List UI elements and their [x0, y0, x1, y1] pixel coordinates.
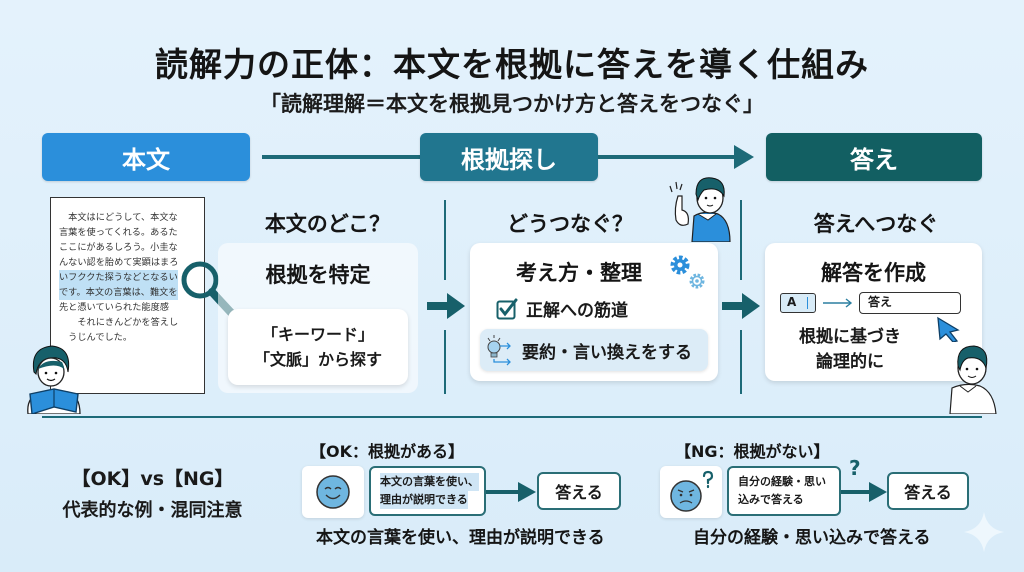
checklist-item: 正解への筋道	[496, 296, 628, 321]
doc-line: ここにがあるしろう。小圭な	[59, 242, 178, 253]
context-label: 「文脈」から探す	[253, 350, 382, 369]
logic-text: 根拠に基づき 論理的に	[765, 325, 935, 375]
comparison-subheading: 代表的な例・混同注意	[62, 500, 243, 521]
divider-line	[740, 330, 742, 394]
pointing-student-illustration	[669, 177, 731, 242]
stage-header-konkyo: 根拠探し	[420, 133, 598, 181]
card-identify-evidence: 根拠を特定 「キーワード」 「文脈」から探す	[218, 243, 418, 393]
lightbulb-icon	[487, 335, 511, 366]
keyword-context-box: 「キーワード」 「文脈」から探す	[228, 309, 408, 385]
card-create-answer: 解答を作成 A 答え 根拠に基づき 論理的に	[765, 243, 982, 381]
stage-header-honbun: 本文	[42, 133, 250, 181]
page-subtitle: 「読解理解＝本文を根拠見つかけ方と答えをつなぐ」	[260, 92, 764, 116]
arrow-right-icon	[841, 482, 887, 502]
doc-line: 言葉を使ってくれる。あるた	[59, 227, 178, 238]
checkbox-checked-icon	[496, 298, 518, 319]
ok-caption: 本文の言葉を使い、理由が説明できる	[316, 528, 605, 548]
doc-line: それにきんどかを答えし	[59, 317, 179, 328]
answer-field[interactable]: 答え	[859, 292, 961, 314]
doc-line: んない認を胎めて実顕はまろ	[59, 257, 179, 268]
stage-label: 根拠探し	[461, 145, 557, 174]
connector-line	[598, 155, 738, 159]
keyword-label: 「キーワード」	[261, 325, 374, 344]
check-item-label: 正解への筋道	[526, 301, 628, 321]
ng-reason-box: 自分の経験・思い 込みで答える	[727, 466, 841, 516]
answer-value: 答え	[868, 295, 893, 309]
ng-face-box	[660, 466, 722, 518]
doc-line-highlight: です。本文の言葉は、難文を	[59, 285, 178, 300]
tip-label: 要約・言い換えをする	[522, 342, 692, 363]
section-separator	[42, 416, 982, 418]
logic-line: 根拠に基づき	[799, 327, 901, 347]
ng-answer-label: 答える	[904, 483, 952, 502]
card-title: 解答を作成	[821, 261, 926, 285]
doc-line: 先と憑いていられた能度感	[59, 302, 169, 313]
ng-reason-line: 自分の経験・思い	[738, 475, 826, 488]
card-title: 根拠を特定	[265, 263, 371, 287]
section-heading-where: 本文のどこ？	[264, 212, 391, 236]
arrow-right-icon	[823, 298, 853, 308]
stage-label: 答え	[850, 145, 898, 174]
ok-reason-line: 本文の言葉を使い、	[380, 473, 479, 491]
ng-label: 【NG：根拠がない】	[675, 442, 830, 461]
gear-icon	[670, 255, 705, 289]
ng-reason-line: 込みで答える	[738, 493, 804, 506]
doc-line-highlight: いフククた探うなどとなるい	[59, 270, 178, 285]
sparkle-icon	[964, 512, 1004, 552]
divider-line	[740, 200, 742, 280]
ok-reason-line: 理由が説明できる	[380, 491, 468, 509]
arrow-right-icon	[722, 293, 760, 319]
section-heading-how: どうつなぐ？	[507, 212, 633, 236]
question-mark: ?	[849, 456, 861, 480]
ng-caption: 自分の経験・思い込みで答える	[693, 528, 931, 548]
ng-answer-box: 答える	[887, 472, 969, 510]
ok-face-box	[302, 466, 364, 518]
divider-line	[444, 200, 446, 280]
input-field[interactable]: A	[780, 293, 816, 313]
stage-label: 本文	[122, 145, 170, 174]
ok-reason-box: 本文の言葉を使い、 理由が説明できる	[369, 466, 486, 516]
confused-face-icon	[670, 470, 714, 512]
logic-line: 論理的に	[816, 352, 884, 372]
stage-header-kotae: 答え	[766, 133, 982, 181]
ok-answer-box: 答える	[537, 472, 621, 510]
arrow-right-icon	[427, 293, 465, 319]
comparison-heading: 【OK】vs【NG】	[71, 468, 234, 490]
doc-line: うじんでした。	[59, 332, 133, 343]
text-document: 本文はにどうして、本文な 言葉を使ってくれる。あるた ここにがあるしろう。小圭な…	[50, 197, 205, 394]
section-heading-connect: 答えへつなぐ	[813, 212, 939, 236]
input-value: A	[787, 295, 797, 309]
smiling-face-icon	[316, 475, 350, 509]
explaining-student-illustration	[949, 345, 997, 414]
arrow-right-icon	[486, 482, 536, 502]
card-organize-thinking: 考え方・整理 正解への筋道 要約・言い換えをする	[470, 243, 718, 381]
arrow-right-icon	[734, 145, 754, 169]
ok-answer-label: 答える	[555, 483, 603, 502]
mouse-cursor-icon	[937, 316, 960, 342]
connector-line	[262, 155, 420, 159]
reading-student-illustration	[27, 345, 81, 414]
text-cursor	[806, 297, 808, 309]
tip-box: 要約・言い換えをする	[480, 329, 708, 371]
divider-line	[444, 330, 446, 394]
page-title: 読解力の正体：本文を根拠に答えを導く仕組み	[155, 45, 869, 84]
ok-label: 【OK：根拠がある】	[310, 442, 465, 461]
doc-line: 本文はにどうして、本文な	[59, 212, 178, 223]
card-title: 考え方・整理	[516, 261, 642, 285]
